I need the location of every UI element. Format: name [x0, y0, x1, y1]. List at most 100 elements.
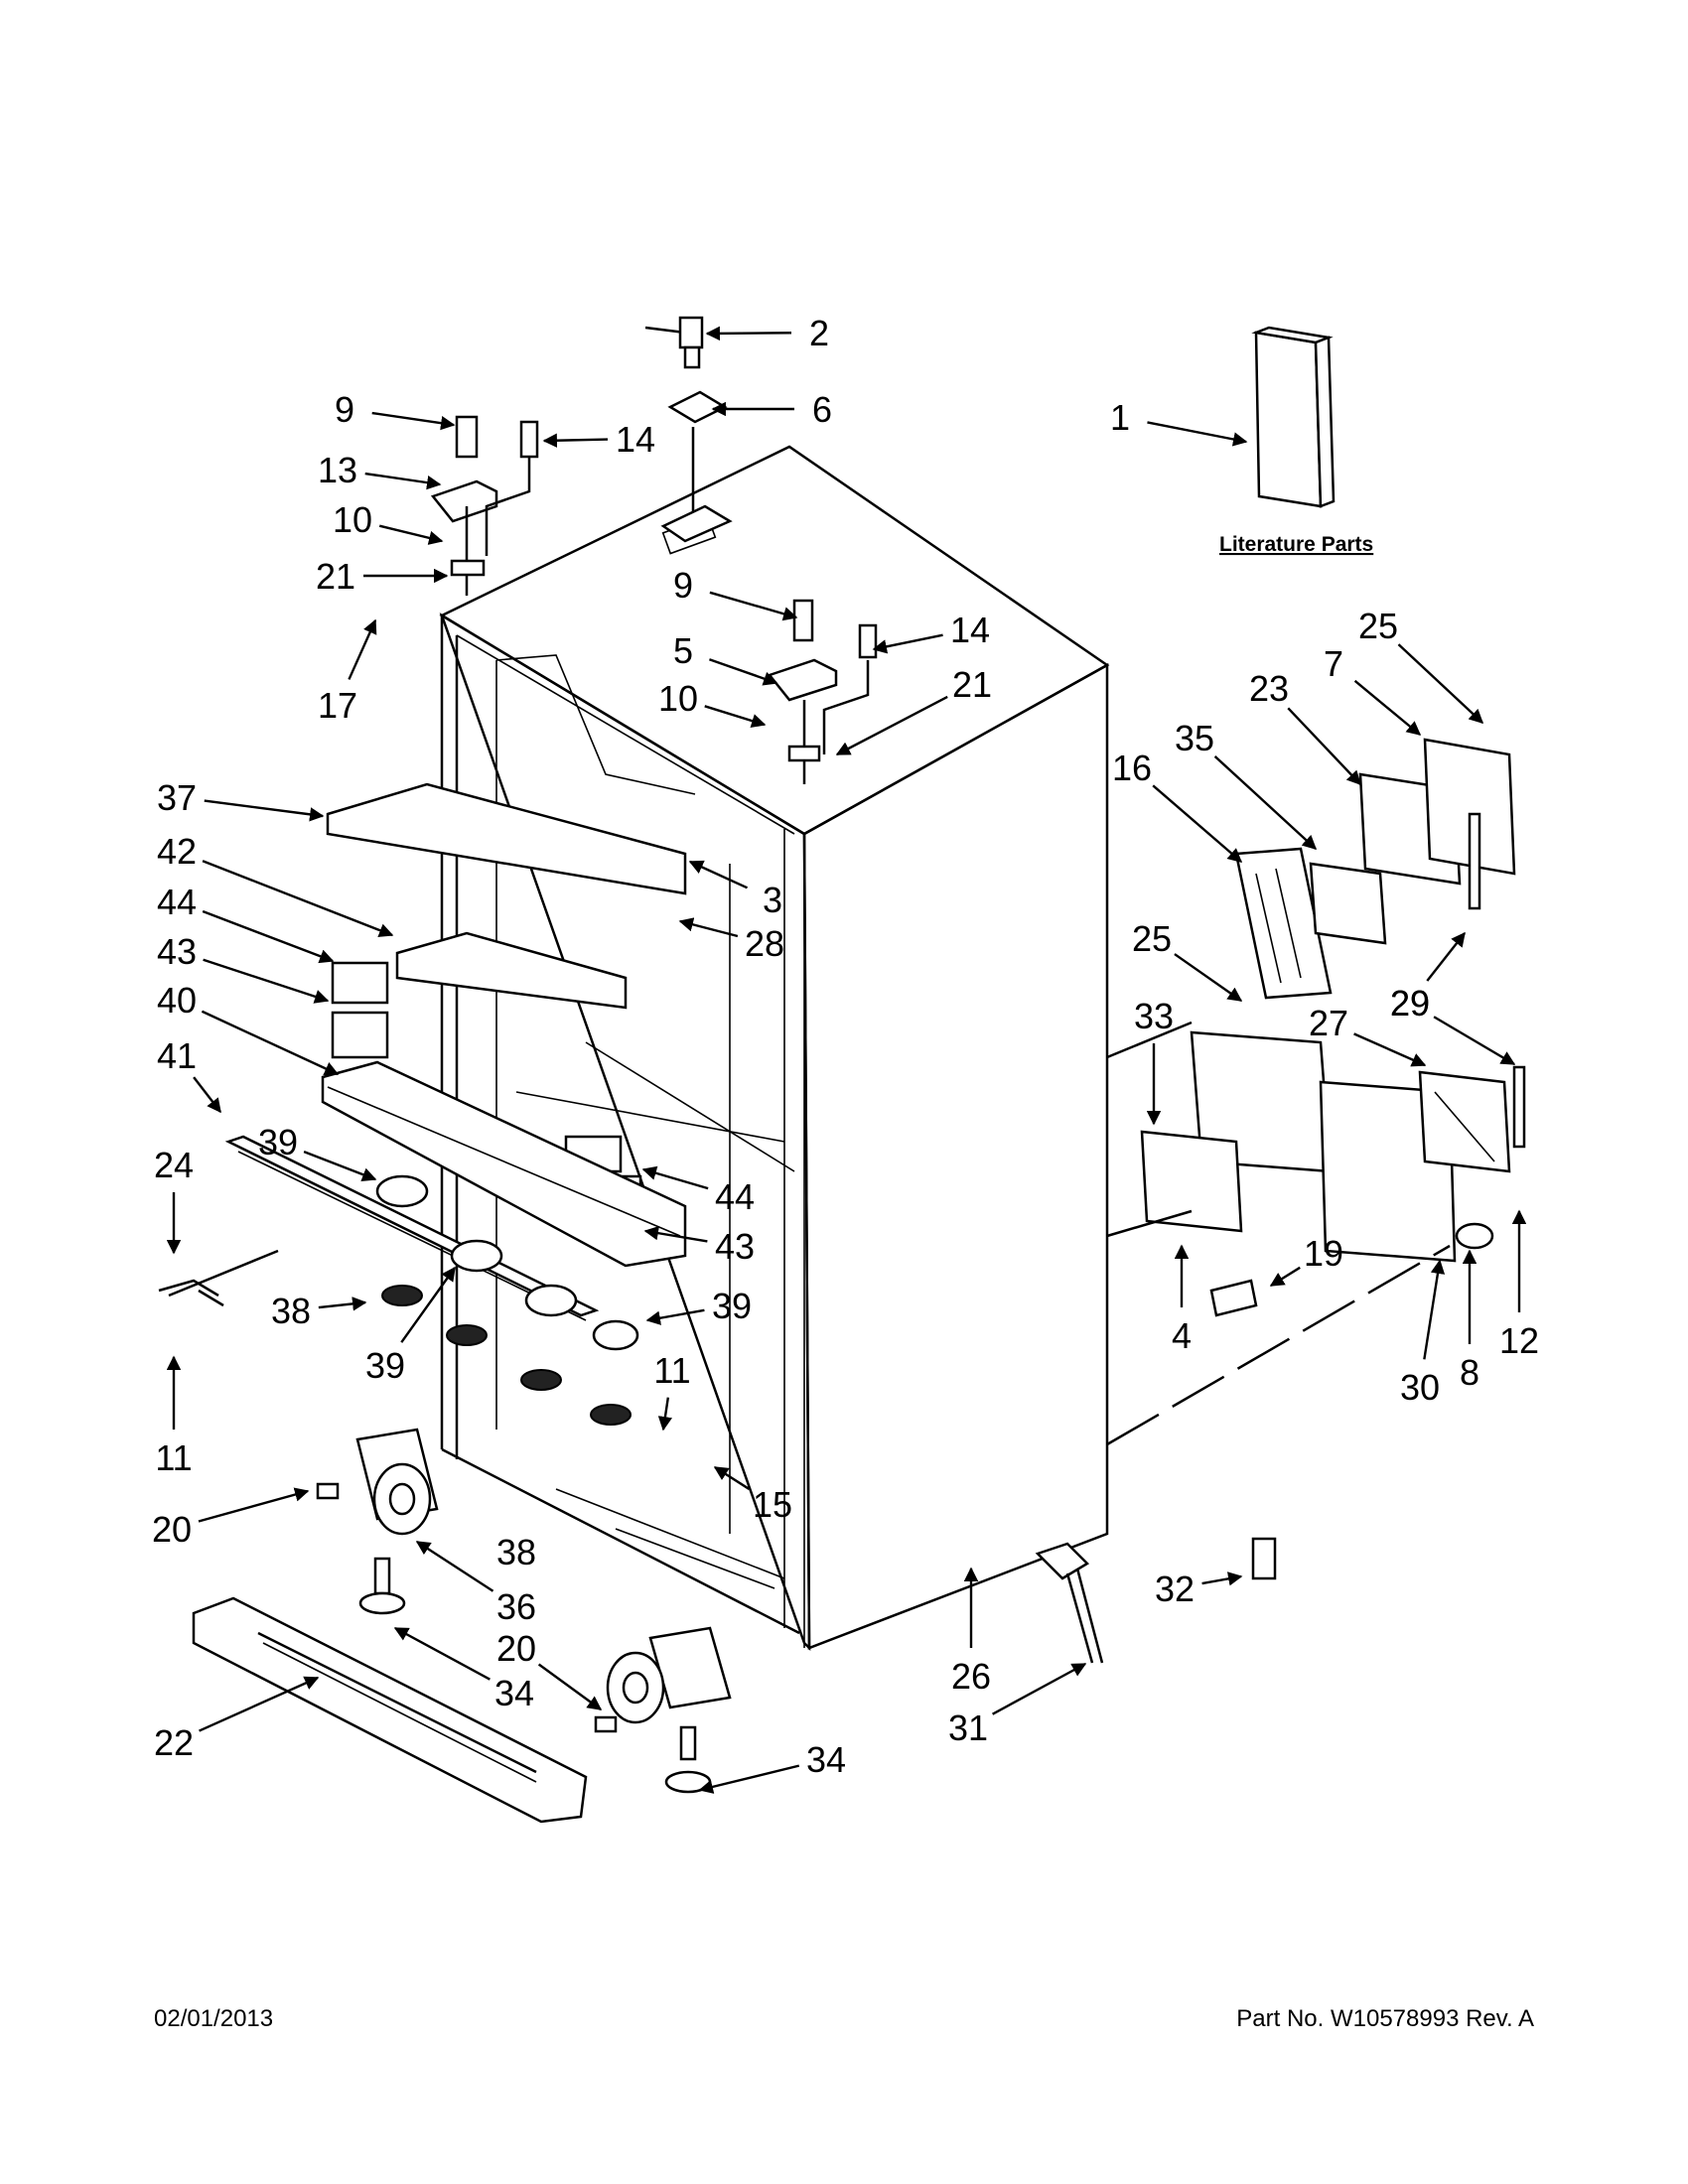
callout-leader — [992, 1662, 1087, 1715]
callout-leader — [688, 860, 749, 889]
callout-leader — [318, 1297, 367, 1311]
callout-leader — [713, 1465, 751, 1490]
dispenser-bracket-16 — [1234, 847, 1333, 1000]
callout-44: 44 — [641, 1165, 755, 1217]
damper-cams — [375, 1174, 639, 1351]
control-housing-assembly — [321, 1060, 687, 1268]
cover-35 — [1309, 862, 1387, 945]
callout-leader — [1353, 679, 1422, 736]
bracket-19 — [1209, 1279, 1258, 1317]
callout-leader — [872, 633, 943, 654]
callout-label: 39 — [258, 1122, 298, 1162]
callout-4: 4 — [1172, 1244, 1192, 1356]
callout-11: 11 — [155, 1355, 193, 1478]
callout-label: 6 — [812, 389, 832, 430]
callout-leader — [364, 472, 442, 490]
callout-leader — [643, 1226, 708, 1243]
callout-label: 43 — [157, 931, 197, 972]
upper-cover-panel — [326, 782, 687, 895]
callout-label: 20 — [152, 1509, 192, 1550]
mounting-plate — [1190, 1030, 1457, 1263]
water-valve-fitting — [644, 316, 733, 543]
callout-leader — [201, 1010, 340, 1076]
callout-21: 21 — [835, 664, 992, 756]
callout-label: 11 — [653, 1350, 690, 1391]
callout-39: 39 — [365, 1266, 456, 1386]
callout-leader — [415, 1540, 494, 1592]
literature-parts-booklet — [1251, 326, 1336, 508]
callout-10: 10 — [658, 678, 767, 729]
callout-38: 38 — [271, 1291, 367, 1331]
callout-7: 7 — [1324, 643, 1422, 736]
callout-label: 31 — [948, 1707, 988, 1748]
callout-3: 3 — [688, 860, 782, 920]
footer-date: 02/01/2013 — [154, 2005, 274, 2032]
callout-leader — [835, 695, 948, 756]
callout-label: 39 — [712, 1286, 752, 1326]
callout-label: 19 — [1304, 1233, 1343, 1274]
callout-39: 39 — [645, 1286, 752, 1326]
callout-leader — [698, 1764, 800, 1794]
callout-label: 42 — [157, 831, 197, 872]
callout-label: 3 — [763, 880, 782, 920]
callout-leader — [709, 658, 778, 686]
callout-label: 41 — [157, 1035, 197, 1076]
callout-label: 34 — [806, 1739, 846, 1780]
bracket-8 — [1455, 1222, 1494, 1250]
callout-label: 34 — [494, 1673, 534, 1713]
callout-11: 11 — [653, 1350, 691, 1432]
refrigerator-cabinet — [439, 445, 1110, 1652]
callout-28: 28 — [678, 917, 784, 964]
callout-leader — [641, 1165, 709, 1190]
callout-leader — [537, 1663, 603, 1710]
callout-label: 25 — [1358, 606, 1398, 646]
callout-label: 4 — [1172, 1315, 1192, 1356]
callout-label: 35 — [1175, 718, 1214, 758]
base-grille — [192, 1596, 588, 1824]
bracket-clip-24 — [158, 1249, 279, 1307]
callout-2: 2 — [705, 313, 829, 353]
callout-leader — [1423, 1259, 1446, 1360]
callout-43: 43 — [157, 931, 330, 1004]
callout-label: 10 — [658, 678, 698, 719]
callout-label: 30 — [1400, 1367, 1440, 1408]
callout-leader — [193, 1076, 221, 1114]
callout-10: 10 — [333, 499, 444, 545]
callout-leader — [678, 917, 739, 938]
cover-plate-7 — [1423, 738, 1516, 876]
callout-29: 29 — [1390, 983, 1516, 1066]
front-left-roller-assembly — [355, 1428, 439, 1615]
filter-pad-33 — [1140, 1130, 1243, 1233]
screws-20 — [316, 1482, 618, 1733]
callout-label: 5 — [673, 630, 693, 671]
callout-36: 36 — [415, 1540, 536, 1627]
callout-20: 20 — [152, 1487, 310, 1550]
callout-label: 16 — [1112, 748, 1152, 788]
callout-label: 28 — [745, 923, 784, 964]
callout-label: 25 — [1132, 918, 1172, 959]
callout-leader — [393, 1626, 491, 1681]
callout-leader — [1213, 755, 1318, 850]
callout-14: 14 — [542, 419, 655, 460]
callout-label: 15 — [753, 1484, 792, 1525]
callout-leader — [1269, 1266, 1301, 1288]
callout-label: 36 — [496, 1586, 536, 1627]
strip-29 — [1468, 812, 1526, 1149]
callout-leader — [198, 1487, 310, 1523]
callout-22: 22 — [154, 1676, 320, 1763]
callout-leader — [348, 618, 377, 680]
callout-16: 16 — [1112, 748, 1243, 863]
callout-leader — [1152, 784, 1243, 863]
callout-leader — [303, 1151, 377, 1182]
callout-label: 22 — [154, 1722, 194, 1763]
callout-21: 21 — [316, 556, 449, 597]
service-tool — [1035, 1542, 1104, 1664]
callout-23: 23 — [1249, 668, 1361, 786]
callout-label: 29 — [1390, 983, 1430, 1024]
callout-label: 13 — [318, 450, 357, 490]
callout-leader — [202, 909, 335, 964]
callout-leader — [1201, 1571, 1243, 1586]
callout-label: 20 — [496, 1628, 536, 1669]
callout-9: 9 — [673, 565, 798, 621]
